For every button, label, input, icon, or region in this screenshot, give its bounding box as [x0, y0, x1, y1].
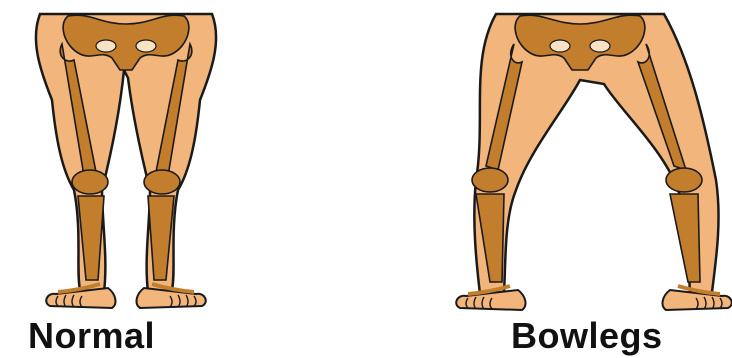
normal-caption: Normal: [28, 316, 155, 356]
normal-legs-figure: [36, 14, 216, 308]
bowlegs-caption: Bowlegs: [511, 316, 663, 356]
bowlegs-figure: [456, 14, 732, 310]
